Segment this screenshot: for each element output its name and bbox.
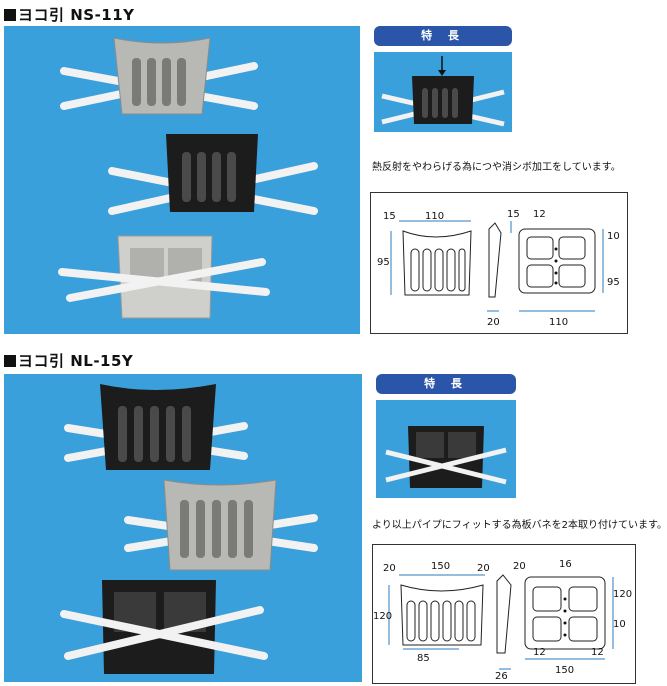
dim-back-height: 95 (607, 277, 620, 288)
dim-side-top: 15 (507, 209, 520, 220)
dim-back-top: 16 (559, 559, 572, 570)
feature-photo-nl15y (376, 400, 516, 498)
dim-back-top: 12 (533, 209, 546, 220)
ns11y-dimension-svg: 15 110 95 15 20 12 10 95 110 (377, 209, 620, 328)
dim-side-bottom: 20 (487, 317, 500, 328)
dim-back-right-mid: 10 (613, 619, 626, 630)
section-title-text: ヨコ引 NL-15Y (18, 352, 134, 370)
black-clip (108, 134, 318, 215)
gray-clip-back (58, 235, 270, 319)
dim-front-top: 110 (425, 211, 444, 222)
nl15y-feature-illustration (385, 426, 507, 488)
nl15y-product-illustration (60, 384, 318, 674)
feature-description-ns11y: 熱反射をやわらげる為につや消シボ加工をしています。 (372, 162, 621, 173)
dim-front-height: 120 (373, 611, 392, 622)
dim-back-right-top: 10 (607, 231, 620, 242)
ns11y-feature-illustration (381, 56, 505, 127)
dim-back-width: 150 (555, 665, 574, 676)
dim-front-top: 150 (431, 561, 450, 572)
dim-front-left-offset: 20 (383, 563, 396, 574)
dim-back-bottom-right: 12 (591, 647, 604, 658)
nl15y-dimension-svg: 20 150 20 120 85 20 26 16 120 10 12 12 1… (373, 559, 632, 682)
black-clip-top (64, 384, 248, 470)
dim-back-height: 120 (613, 589, 632, 600)
product-photo-ns11y (4, 26, 360, 334)
dim-side-top: 20 (513, 561, 526, 572)
section-title-ns11y: ヨコ引 NS-11Y (4, 4, 135, 25)
dim-front-bottom: 85 (417, 653, 430, 664)
dim-front-height: 95 (377, 257, 390, 268)
dimension-drawing-ns11y: 15 110 95 15 20 12 10 95 110 (370, 192, 628, 334)
feature-description-nl15y: より以上パイプにフィットする為板バネを2本取り付けています。 (372, 520, 667, 531)
dim-front-left-offset: 15 (383, 211, 396, 222)
feature-badge-ns11y: 特 長 (374, 26, 512, 46)
gray-clip (124, 479, 318, 571)
section-title-text: ヨコ引 NS-11Y (18, 6, 135, 24)
dim-back-bottom-left: 12 (533, 647, 546, 658)
dimension-drawing-nl15y: 20 150 20 120 85 20 26 16 120 10 12 12 1… (372, 544, 636, 684)
section-title-nl15y: ヨコ引 NL-15Y (4, 350, 133, 371)
gray-clip-front (60, 37, 258, 115)
black-clip-back (60, 580, 268, 674)
dim-side-bottom: 26 (495, 671, 508, 682)
dim-front-right-offset: 20 (477, 563, 490, 574)
feature-photo-ns11y (374, 52, 512, 132)
feature-badge-nl15y: 特 長 (376, 374, 516, 394)
square-bullet-icon (4, 8, 16, 21)
dim-back-width: 110 (549, 317, 568, 328)
ns11y-product-illustration (58, 37, 318, 319)
square-bullet-icon (4, 354, 16, 367)
product-photo-nl15y (4, 374, 362, 682)
